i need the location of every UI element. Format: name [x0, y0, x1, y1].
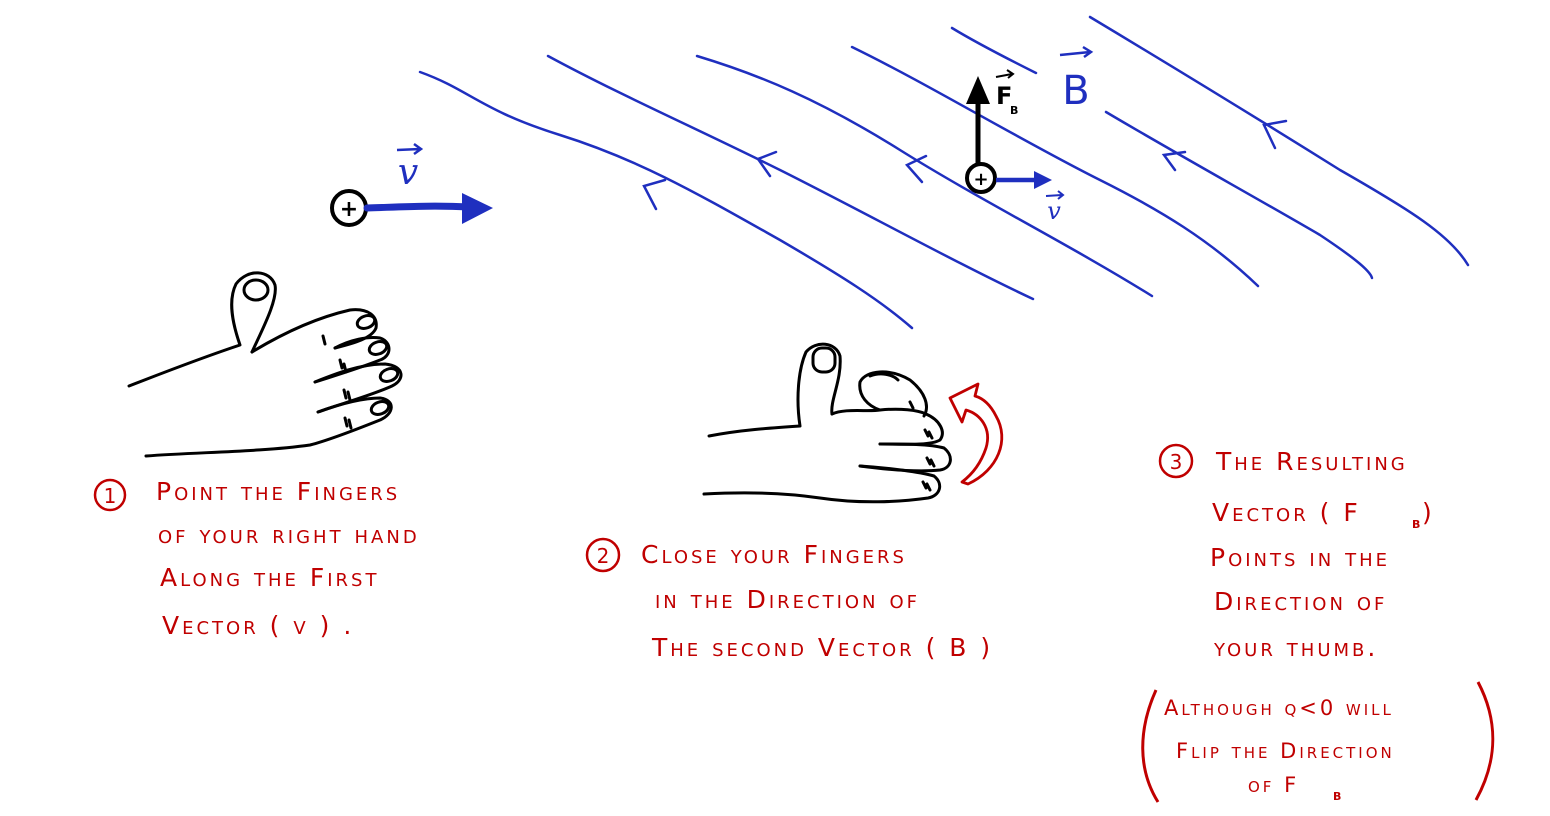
open-hand-drawing: [127, 271, 403, 458]
svg-text:B: B: [1412, 518, 1420, 531]
magnetic-field-lines: [418, 15, 1470, 330]
velocity-label-small: v: [1045, 190, 1065, 225]
svg-text:B: B: [1010, 104, 1018, 117]
field-line: [546, 54, 1035, 301]
vector-arrow-mark: [995, 69, 1015, 79]
svg-text:B: B: [1333, 790, 1341, 803]
vector-arrow-mark: [1059, 45, 1094, 59]
field-line: [950, 26, 1038, 75]
field-line: [695, 54, 1154, 298]
field-line: [418, 70, 914, 330]
svg-text:Vector ( F: Vector ( F: [1212, 498, 1361, 527]
velocity-vector-main: [363, 193, 493, 224]
step-1-instruction: 1 Point the Fingers of your right hand A…: [93, 477, 420, 640]
svg-text:Close your Fingers: Close your Fingers: [641, 540, 907, 569]
svg-text:Vector ( v ) .: Vector ( v ) .: [162, 611, 354, 640]
svg-text:The second Vector ( B ): The second Vector ( B ): [651, 633, 993, 662]
step-number-circle: [585, 537, 621, 573]
svg-text:v: v: [1047, 197, 1061, 225]
svg-text:F: F: [996, 82, 1012, 110]
svg-text:B: B: [1062, 68, 1089, 114]
left-charge: +: [330, 189, 368, 227]
force-label: F B: [995, 69, 1018, 117]
svg-text:of F: of F: [1248, 773, 1299, 797]
curl-arrow: [948, 382, 1004, 486]
field-arrowhead: [1262, 119, 1288, 150]
vector-arrow-mark: [1045, 190, 1065, 200]
svg-text:Points in the: Points in the: [1210, 543, 1390, 572]
field-arrowhead: [1161, 150, 1187, 172]
svg-text:your thumb.: your thumb.: [1213, 633, 1378, 662]
step-number-circle: [1158, 443, 1194, 479]
svg-text:): ): [1422, 498, 1432, 527]
velocity-label-main: v: [396, 142, 424, 193]
field-line: [850, 45, 1260, 288]
svg-text:3: 3: [1170, 450, 1183, 474]
curled-hand-drawing: [702, 342, 952, 504]
step-2-instruction: 2 Close your Fingers in the Direction of…: [585, 537, 993, 662]
svg-text:Although q<0 will: Although q<0 will: [1164, 696, 1394, 720]
svg-text:1: 1: [104, 484, 117, 508]
negative-charge-note: Although q<0 will Flip the Direction of …: [1141, 681, 1495, 803]
svg-text:Along the First: Along the First: [160, 563, 379, 592]
field-line: [1088, 15, 1470, 267]
field-arrowhead: [642, 178, 667, 211]
field-arrowhead: [756, 150, 778, 178]
field-line: [1104, 110, 1374, 280]
svg-text:Point the Fingers: Point the Fingers: [156, 477, 400, 506]
force-vector: [966, 76, 990, 164]
svg-text:in the Direction of: in the Direction of: [655, 585, 920, 614]
field-charge: +: [965, 162, 997, 194]
vector-arrow-mark: [396, 142, 424, 156]
step-number-circle: [93, 478, 127, 512]
svg-text:v: v: [398, 152, 418, 193]
svg-text:The Resulting: The Resulting: [1215, 447, 1408, 476]
field-arrowhead: [904, 154, 928, 184]
velocity-vector-small: [996, 171, 1052, 189]
charge-sign: +: [973, 169, 988, 190]
charge-sign: +: [340, 197, 358, 222]
svg-text:Flip the Direction: Flip the Direction: [1176, 739, 1395, 763]
svg-text:2: 2: [597, 544, 610, 568]
step-3-instruction: 3 The Resulting Vector ( F B ) Points in…: [1158, 443, 1432, 662]
svg-text:Direction of: Direction of: [1214, 587, 1387, 616]
field-label: B: [1059, 45, 1094, 114]
svg-text:of your right hand: of your right hand: [158, 520, 420, 549]
